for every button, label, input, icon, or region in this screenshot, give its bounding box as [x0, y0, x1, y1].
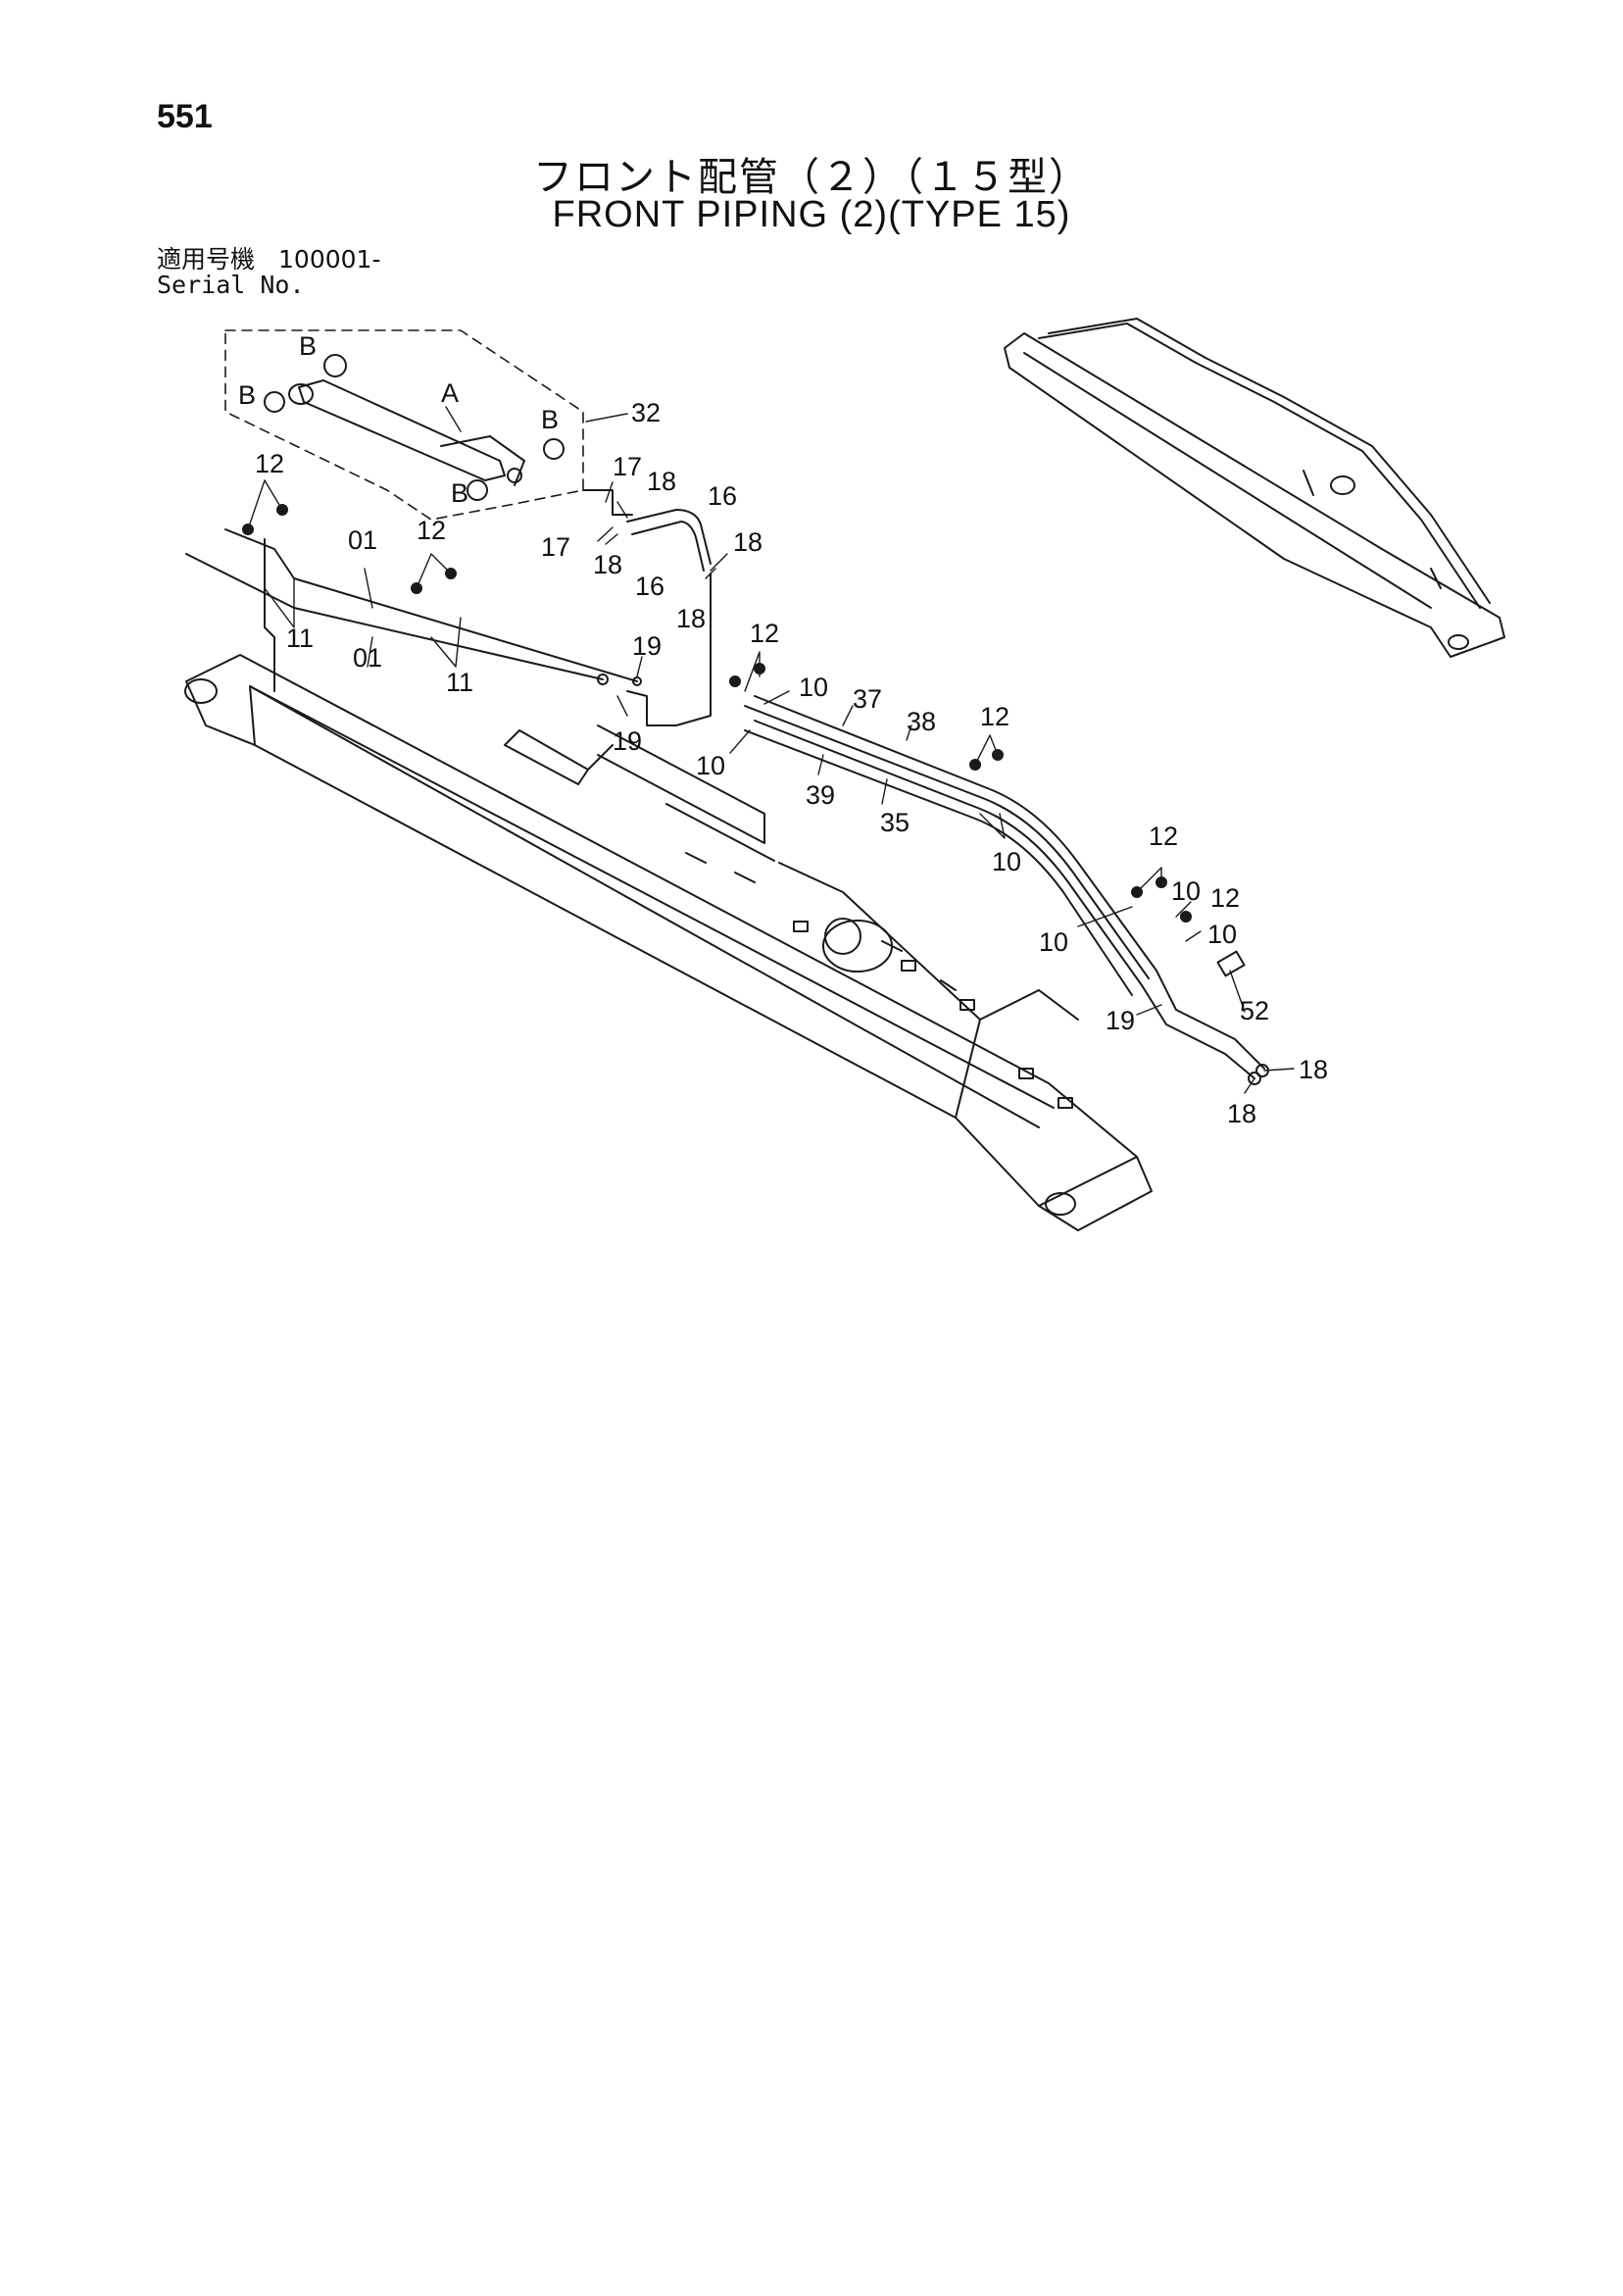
boom-inset-view [1004, 318, 1505, 658]
serial-label-japanese: 適用号機 [157, 245, 256, 274]
callout-52: 52 [1240, 996, 1269, 1025]
callout-a: A [441, 378, 459, 408]
callout-b: B [238, 380, 256, 410]
callout-10: 10 [799, 673, 828, 702]
callout-38: 38 [907, 707, 936, 736]
serial-label-english: Serial No. [157, 271, 305, 299]
callout-12: 12 [255, 449, 284, 478]
callout-01: 01 [348, 525, 377, 555]
callout-39: 39 [806, 780, 835, 810]
callout-10: 10 [992, 847, 1021, 876]
serial-value: 100001- [278, 245, 381, 274]
callout-01: 01 [353, 643, 382, 673]
callout-10: 10 [1207, 920, 1237, 949]
callout-12: 12 [417, 516, 446, 545]
callout-12: 12 [1210, 883, 1240, 913]
boom-body [184, 654, 1153, 1231]
callout-19: 19 [632, 631, 662, 661]
callout-11: 11 [286, 624, 314, 653]
page-number: 551 [157, 98, 213, 135]
callout-32: 32 [631, 398, 661, 427]
subassembly-outline [224, 329, 584, 521]
callout-labels: 32 A B B B B 12 01 12 11 01 11 17 18 16 … [238, 331, 1328, 1128]
callout-b: B [299, 331, 317, 361]
callout-18: 18 [1299, 1055, 1328, 1084]
callout-18: 18 [733, 527, 762, 557]
callout-18: 18 [647, 467, 676, 496]
callout-17: 17 [613, 452, 642, 481]
callout-b: B [541, 405, 559, 434]
callout-19: 19 [1106, 1006, 1135, 1035]
page-title-japanese: フロント配管（２）（１５型） [533, 155, 1090, 200]
callout-10: 10 [696, 751, 725, 780]
callout-10: 10 [1171, 876, 1201, 906]
callout-18: 18 [593, 550, 622, 579]
callout-11: 11 [446, 668, 473, 697]
pipes-35-37-38-39 [744, 695, 1269, 1085]
callout-12: 12 [750, 619, 779, 648]
hose-16 [626, 509, 712, 572]
callout-18: 18 [1227, 1099, 1256, 1128]
callout-37: 37 [853, 684, 882, 714]
callout-16: 16 [708, 481, 737, 511]
callout-12: 12 [1149, 822, 1178, 851]
callout-b: B [451, 478, 468, 508]
callout-16: 16 [635, 572, 664, 601]
cylinder-a [264, 354, 565, 501]
page-title-english: FRONT PIPING (2)(TYPE 15) [552, 194, 1071, 235]
callout-35: 35 [880, 808, 910, 837]
callout-18: 18 [676, 604, 706, 633]
pipe-routing [582, 489, 633, 516]
callout-10: 10 [1039, 927, 1068, 957]
callout-19: 19 [613, 726, 642, 756]
pipe-routing [626, 573, 712, 726]
callout-12: 12 [980, 702, 1009, 731]
serial-number-block: 適用号機 100001- Serial No. [157, 247, 380, 298]
leader-lines [247, 406, 1295, 1094]
pipe-routing [264, 538, 275, 692]
callout-17: 17 [541, 532, 570, 562]
